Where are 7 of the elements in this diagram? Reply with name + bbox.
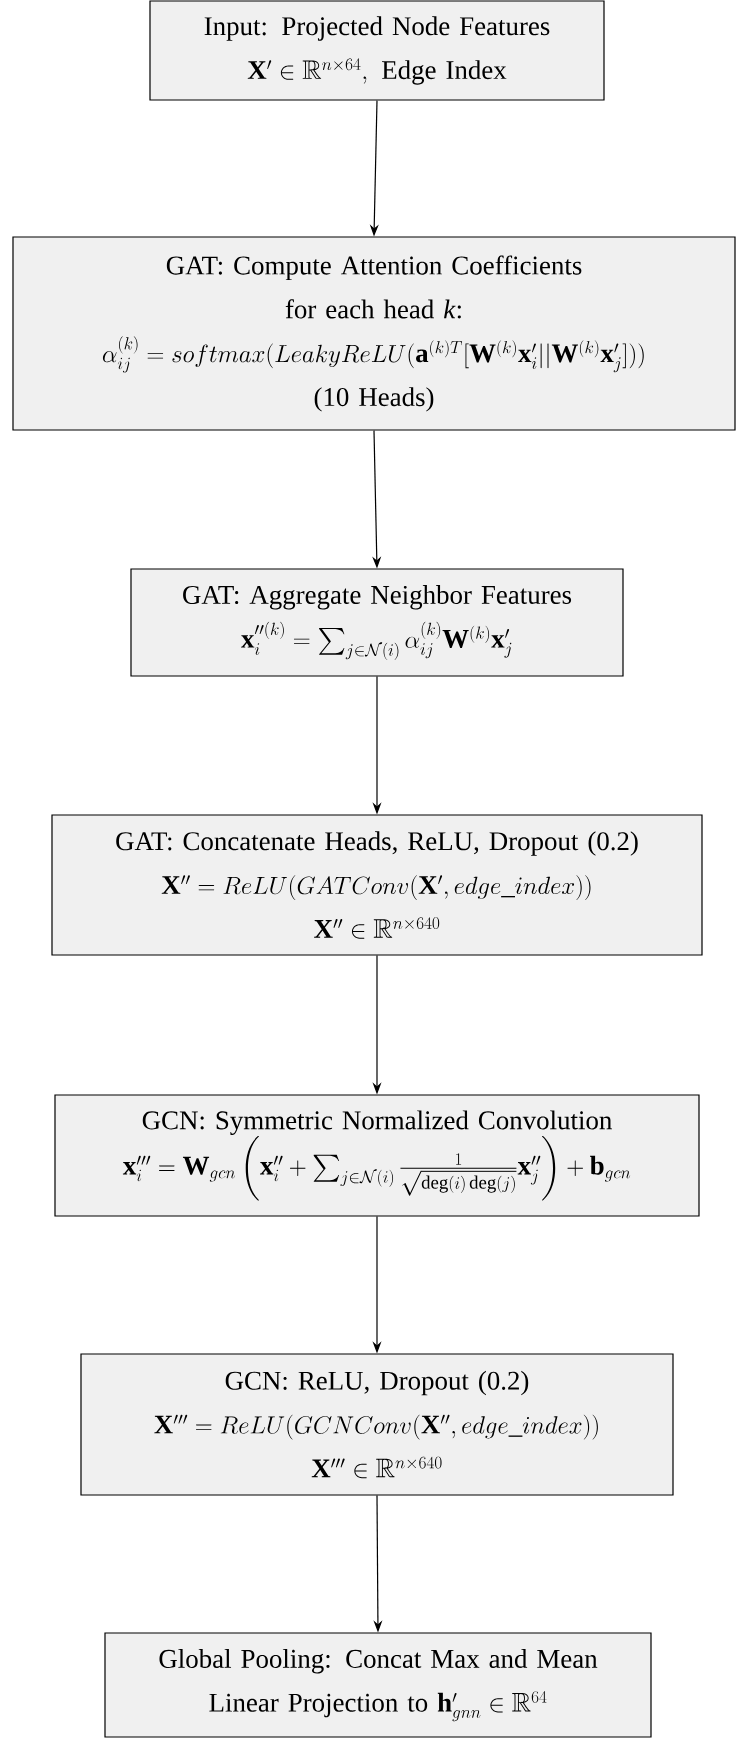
- process-box: GAT: Compute Attention Coefficients for each head k: $\alpha_{ij}^{(k)} = softmax(LeakyReLU(\mathbf{a}^{(k)T}[\mathbf{W}^{(k)}\mathbf{x}'_i||\mathbf{W}^{(k)}\mathbf{x}'_j]))$ (10 Heads): [12, 236, 736, 431]
- process-box: GAT: Concatenate Heads, ReLU, Dropout (0.2) $\mathbf{X}'' = ReLU(GATConv(\mathbf{X}', edge\_index))$ $\mathbf{X}'' \in \mathbb{R}^{n\times 640}$: [51, 814, 703, 956]
- process-box: GCN: ReLU, Dropout (0.2) $\mathbf{X}''' = ReLU(GCNConv(\mathbf{X}'', edge\_index))$ $\mathbf{X}''' \in \mathbb{R}^{n\times 640}$: [80, 1353, 674, 1496]
- process-box: GAT: Aggregate Neighbor Features $\mathbf{x}_i''^{(k)} = \textstyle\sum_{j\in\mathcal{N}(i)} \alpha_{ij}^{(k)}\mathbf{W}^{(k)}\mathbf{x}'_j$: [130, 568, 624, 677]
- process-box: GCN: Symmetric Normalized Convolution $\mathbf{x}'''_i = \mathbf{W}_{gcn}\left(\mathbf{x}''_i + \textstyle\sum_{j\in\mathcal{N}(i)} \frac{1}{\sqrt{\deg(i)\deg(j)}}\mathbf{x}''_j\right) + \mathbf{b}_{gcn}$: [54, 1094, 700, 1217]
- process-box: Global Pooling: Concat Max and Mean $\text{Linear Projection to }\mathbf{h}'_{gnn} \in \mathbb{R}^{64}$: [104, 1632, 652, 1738]
- process-box: Input: Projected Node Features $\mathbf{X}' \in \mathbb{R}^{n\times 64}, \text{ Edge Index}$: [149, 0, 605, 101]
